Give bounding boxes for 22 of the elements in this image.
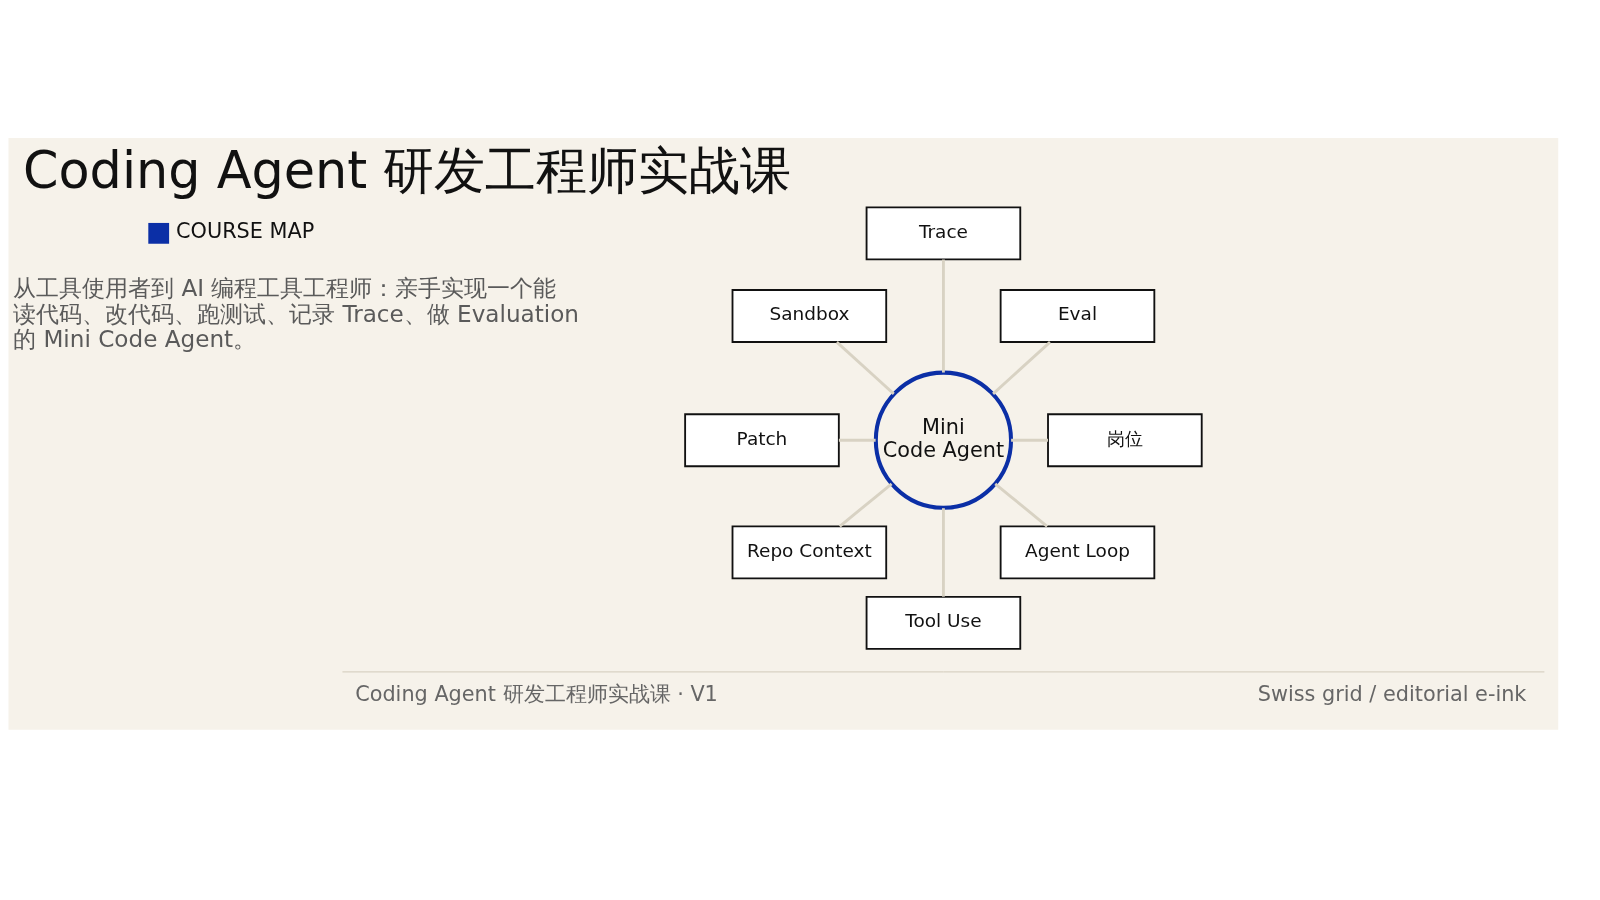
- node-box: Repo Context: [731, 524, 888, 579]
- label: 从工具使用者到 AI 编程工具工程师：亲手实现一个能读代码、改代码、跑测试、记录 Trace、做 Evaluation 的 Mini Code Agent。: [13, 274, 580, 352]
- connector: [994, 482, 1049, 527]
- connector: [941, 259, 945, 373]
- node-box: Trace: [865, 205, 1022, 260]
- connector: [838, 482, 893, 527]
- label: Coding Agent 研发工程师实战课 · V1: [355, 681, 718, 706]
- label: Swiss grid / editorial e-ink: [1257, 681, 1527, 706]
- node-box: Sandbox: [731, 288, 888, 343]
- node-box: Agent Loop: [999, 524, 1156, 579]
- label: COURSE MAP: [176, 218, 315, 243]
- node-circle: Mini Code Agent: [873, 370, 1014, 510]
- diagram-title: Coding Agent 研发工程师实战课: [23, 140, 792, 200]
- node-box: Eval: [999, 288, 1156, 343]
- connector: [1011, 438, 1048, 442]
- connector: [992, 340, 1051, 395]
- node-box: Tool Use: [865, 595, 1022, 650]
- connector: [835, 340, 895, 395]
- connector: [941, 507, 945, 597]
- connector: [838, 438, 876, 442]
- node-box: 岗位: [1047, 412, 1203, 467]
- node-box: Patch: [684, 412, 840, 467]
